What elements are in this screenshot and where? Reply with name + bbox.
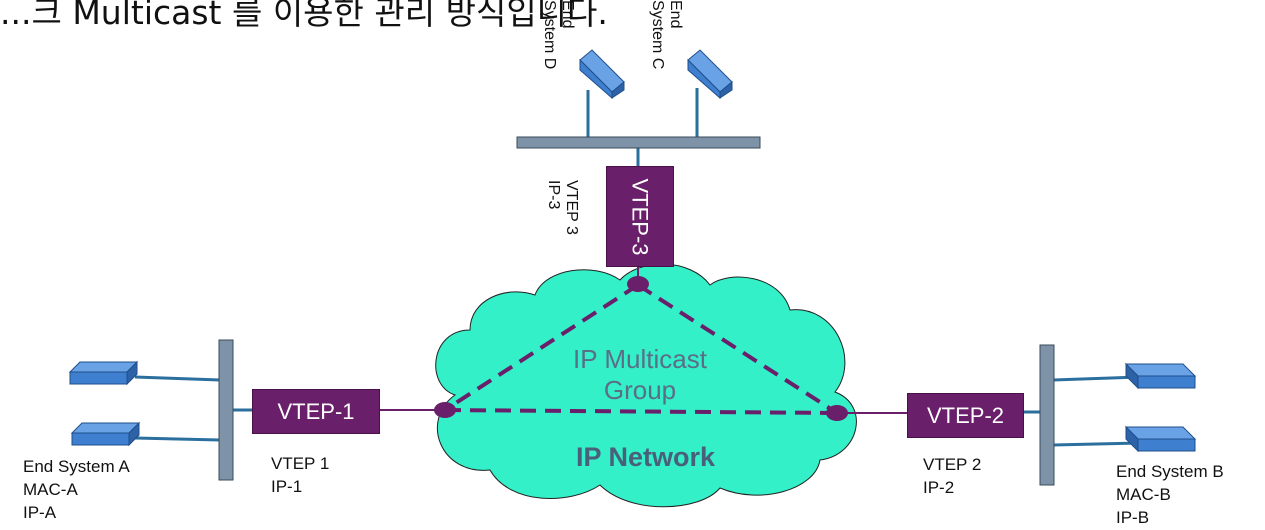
vtep2-name: VTEP 2 xyxy=(923,455,982,474)
vtep1-name: VTEP 1 xyxy=(271,454,330,473)
vtep2-caption: VTEP 2 IP-2 xyxy=(923,453,981,499)
bus-bar-top xyxy=(516,136,761,149)
multicast-tunnels xyxy=(443,283,839,415)
multicast-group-label: IP Multicast Group xyxy=(540,344,740,406)
ip-network-cloud xyxy=(435,263,857,508)
tunnel-3-2 xyxy=(636,283,839,415)
host-a1-icon xyxy=(68,360,139,386)
host-b1-icon xyxy=(1124,362,1197,390)
end-system-d-line1: End xyxy=(559,0,576,29)
end-system-b-name: End System B xyxy=(1116,462,1224,481)
tunnel-3-1 xyxy=(443,283,640,412)
endpoint-vtep3 xyxy=(627,276,649,292)
vtep1-box: VTEP-1 xyxy=(252,389,380,434)
tunnel-1-2 xyxy=(444,408,838,415)
link-host-b1 xyxy=(1052,375,1141,382)
link-host-a2 xyxy=(134,436,221,442)
vtep2-box: VTEP-2 xyxy=(907,393,1024,438)
end-system-b-ip: IP-B xyxy=(1116,508,1150,527)
bus-bar-a xyxy=(218,339,234,481)
link-host-b2 xyxy=(1052,441,1141,447)
end-system-a-name: End System A xyxy=(23,457,130,476)
end-system-a-mac: MAC-A xyxy=(23,480,78,499)
endpoint-vtep2 xyxy=(826,405,848,421)
vtep1-box-label: VTEP-1 xyxy=(277,398,355,424)
vtep3-box: VTEP-3 xyxy=(606,166,674,267)
endpoint-vtep1 xyxy=(434,402,456,418)
multicast-group-line1: IP Multicast xyxy=(573,344,707,374)
end-system-c-line1: End xyxy=(667,0,684,29)
end-system-a-ip: IP-A xyxy=(23,503,57,522)
link-host-a1 xyxy=(134,375,221,382)
end-system-b-mac: MAC-B xyxy=(1116,485,1171,504)
host-c-icon xyxy=(687,49,733,100)
end-system-d-line2: System D xyxy=(541,0,558,70)
ip-network-label: IP Network xyxy=(576,442,716,472)
vtep1-ip: IP-1 xyxy=(271,477,303,496)
vtep3-box-label: VTEP-3 xyxy=(628,177,653,256)
end-system-a-caption: End System A MAC-A IP-A xyxy=(23,455,130,524)
end-system-b-caption: End System B MAC-B IP-B xyxy=(1116,460,1224,529)
header-fragment: ...크 Multicast 를 이용한 관리 방식입니다. xyxy=(0,0,608,32)
vtep2-box-label: VTEP-2 xyxy=(926,402,1005,428)
vtep2-ip: IP-2 xyxy=(923,478,955,497)
host-a2-icon xyxy=(70,421,141,447)
vtep3-name: VTEP 3 xyxy=(563,180,580,235)
host-b2-icon xyxy=(1124,425,1197,453)
host-d-icon xyxy=(579,49,625,100)
vtep1-caption: VTEP 1 IP-1 xyxy=(271,452,329,498)
vtep3-ip: IP-3 xyxy=(545,180,562,210)
multicast-group-line2: Group xyxy=(603,375,677,405)
end-system-c-line2: System C xyxy=(649,0,666,70)
bus-bar-b xyxy=(1039,344,1055,486)
